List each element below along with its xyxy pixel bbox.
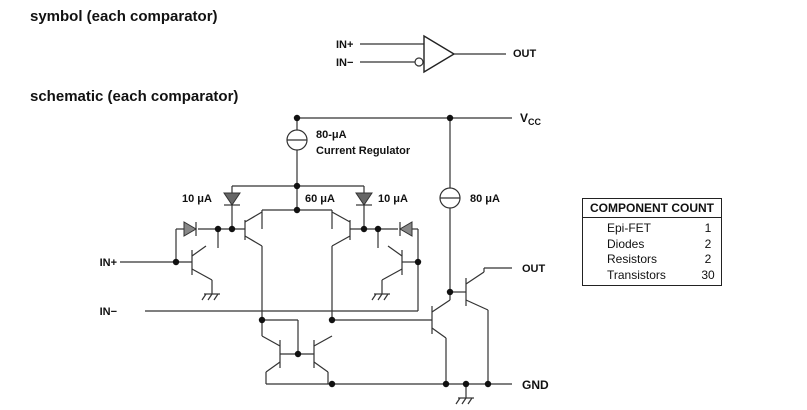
table-row: Diodes 2 xyxy=(583,237,721,253)
schematic-in-minus-label: IN− xyxy=(100,306,117,318)
component-count: 30 xyxy=(701,267,715,282)
symbol-in-plus-label: IN+ xyxy=(336,39,353,51)
regulator-name-label: Current Regulator xyxy=(316,145,411,157)
diode-10ua-left-icon xyxy=(223,192,241,206)
output-current-source: 80 μA xyxy=(439,118,500,292)
current-regulator: 80-μA Current Regulator xyxy=(286,118,411,186)
component-count: 2 xyxy=(704,236,712,251)
component-name: Epi-FET xyxy=(607,221,652,235)
symbol-out-label: OUT xyxy=(513,48,537,60)
component-name: Diodes xyxy=(607,236,645,251)
source-60-label: 60 μA xyxy=(305,193,335,205)
in-minus-line: IN− xyxy=(100,262,419,318)
power-rails: VCC GND xyxy=(297,111,549,392)
symbol-heading: symbol (each comparator) xyxy=(30,8,218,25)
left-input-stage: IN+ xyxy=(100,211,263,320)
junction-dots xyxy=(172,114,492,388)
inverting-bubble xyxy=(414,57,424,67)
component-name: Resistors xyxy=(607,252,658,266)
diode-left-icon xyxy=(183,221,197,237)
diode-right-icon xyxy=(399,221,413,237)
schematic-heading: schematic (each comparator) xyxy=(30,88,239,105)
source-10-right-label: 10 μA xyxy=(378,193,408,205)
second-stage xyxy=(261,319,432,385)
comparator-triangle xyxy=(423,34,456,74)
component-count-title: COMPONENT COUNT xyxy=(583,199,721,218)
component-count-table: COMPONENT COUNT Epi-FET 1 Diodes 2 Resis… xyxy=(582,198,722,286)
comparator-symbol: IN+ IN− OUT xyxy=(336,34,537,74)
gnd-label: GND xyxy=(522,378,549,392)
component-name: Transistors xyxy=(607,267,666,282)
table-row: Transistors 30 xyxy=(583,268,721,284)
regulator-value-label: 80-μA xyxy=(316,129,347,141)
current-mirror: 10 μA 60 μA 10 μA xyxy=(182,185,408,229)
source-10-left-label: 10 μA xyxy=(182,193,212,205)
symbol-in-minus-label: IN− xyxy=(336,57,353,69)
source-80-label: 80 μA xyxy=(470,193,500,205)
diode-10ua-right-icon xyxy=(355,192,373,206)
component-count: 1 xyxy=(704,221,712,235)
schematic-out-label: OUT xyxy=(522,263,546,275)
table-row: Resistors 2 xyxy=(583,252,721,268)
table-row: Epi-FET 1 xyxy=(583,221,721,237)
vcc-label: VCC xyxy=(520,111,542,127)
component-count: 2 xyxy=(704,252,712,266)
schematic-in-plus-label: IN+ xyxy=(100,257,117,269)
